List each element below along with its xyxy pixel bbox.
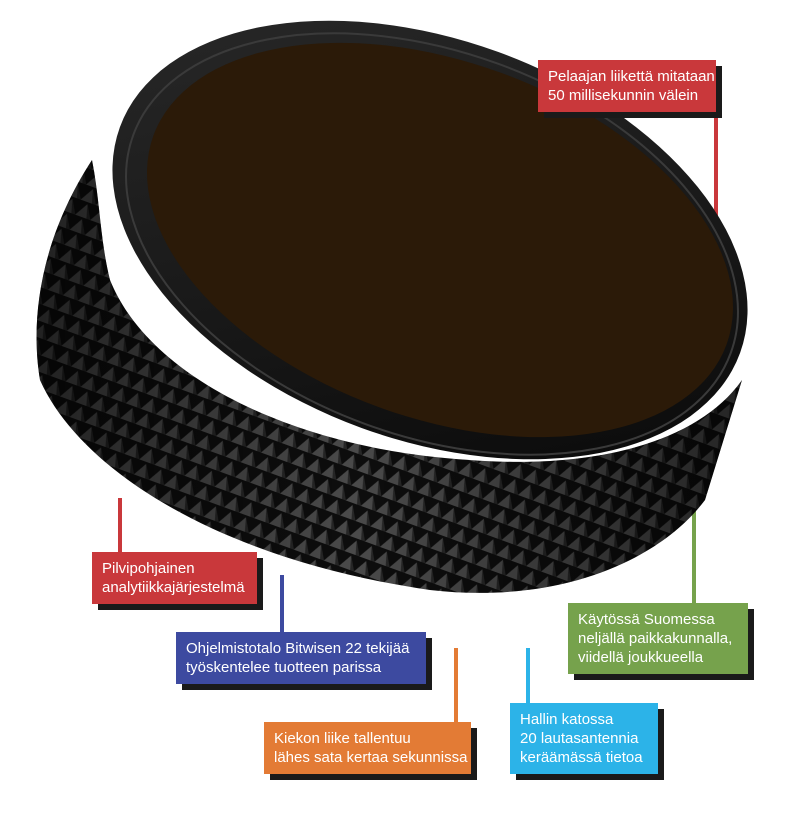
puck-top-face xyxy=(146,42,734,438)
callout-text: Kiekon liike tallentuu xyxy=(274,730,411,747)
callout-text: Käytössä Suomessa xyxy=(578,611,715,628)
callout-text: Ohjelmistotalo Bitwisen 22 tekijää xyxy=(186,640,410,657)
callout-text: Pelaajan liikettä mitataan xyxy=(548,68,715,85)
callout-cloud-analytics: Pilvipohjainen analytiikkajärjestelmä xyxy=(92,552,257,604)
callout-software-team: Ohjelmistotalo Bitwisen 22 tekijää työsk… xyxy=(176,632,426,684)
callout-text: 20 lautasantennia xyxy=(520,730,639,747)
callout-text: Pilvipohjainen xyxy=(102,560,195,577)
callout-text: keräämässä tietoa xyxy=(520,749,643,766)
callout-usage-finland: Käytössä Suomessa neljällä paikkakunnall… xyxy=(568,603,748,674)
callout-text: Hallin katossa xyxy=(520,711,614,728)
callout-ceiling-antennas: Hallin katossa 20 lautasantennia keräämä… xyxy=(510,703,658,774)
callout-text: analytiikkajärjestelmä xyxy=(102,579,245,596)
callout-text: 50 millisekunnin välein xyxy=(548,87,699,104)
callout-tracking-interval: Pelaajan liikettä mitataan 50 millisekun… xyxy=(538,60,716,112)
callout-puck-motion: Kiekon liike tallentuu lähes sata kertaa… xyxy=(264,722,471,774)
callout-text: lähes sata kertaa sekunnissa xyxy=(274,749,468,766)
callout-text: neljällä paikkakunnalla, xyxy=(578,630,733,647)
callout-text: työskentelee tuotteen parissa xyxy=(186,659,382,676)
callout-text: viidellä joukkueella xyxy=(578,649,704,666)
